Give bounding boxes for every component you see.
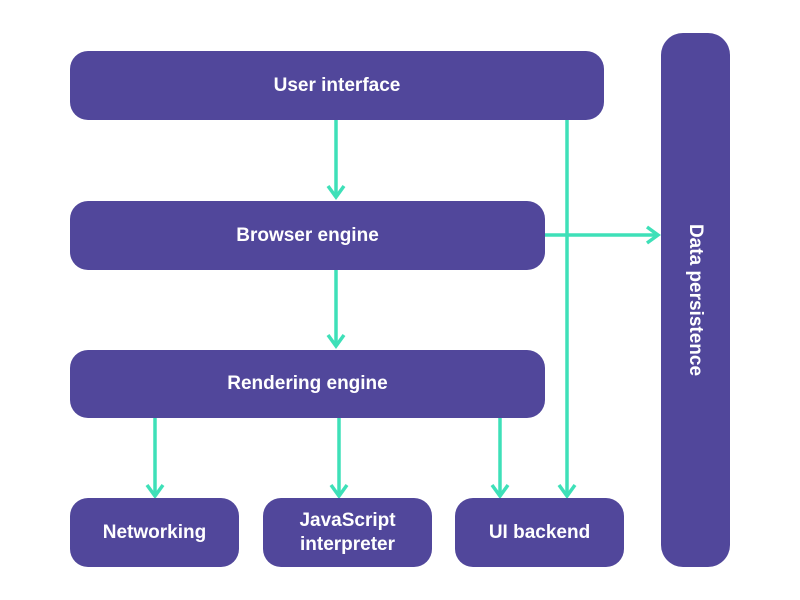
- node-label: Browser engine: [236, 224, 379, 246]
- edge-user-interface-to-ui-backend: [557, 120, 577, 499]
- node-rendering-engine: Rendering engine: [70, 350, 545, 418]
- node-ui-backend: UI backend: [455, 498, 624, 567]
- node-data-persistence: Data persistence: [661, 33, 730, 567]
- node-user-interface: User interface: [70, 51, 604, 120]
- edge-rendering-engine-to-networking: [145, 418, 165, 499]
- node-browser-engine: Browser engine: [70, 201, 545, 270]
- edge-rendering-engine-to-ui-backend: [490, 418, 510, 499]
- node-javascript-interpreter: JavaScript interpreter: [263, 498, 432, 567]
- node-networking: Networking: [70, 498, 239, 567]
- edge-rendering-engine-to-js-interpreter: [329, 418, 349, 499]
- node-label: Data persistence: [685, 223, 707, 377]
- node-label-line-2: interpreter: [299, 533, 396, 555]
- node-label: JavaScript interpreter: [299, 509, 395, 557]
- node-label: Networking: [102, 521, 207, 543]
- node-label: Rendering engine: [227, 373, 388, 394]
- edge-browser-engine-to-rendering-engine: [326, 270, 346, 349]
- node-label: User interface: [273, 74, 401, 96]
- edge-browser-engine-to-data-persistence: [545, 225, 661, 245]
- edge-user-interface-to-browser-engine: [326, 120, 346, 200]
- node-label: UI backend: [488, 521, 591, 543]
- node-label-line-1: JavaScript: [299, 509, 396, 531]
